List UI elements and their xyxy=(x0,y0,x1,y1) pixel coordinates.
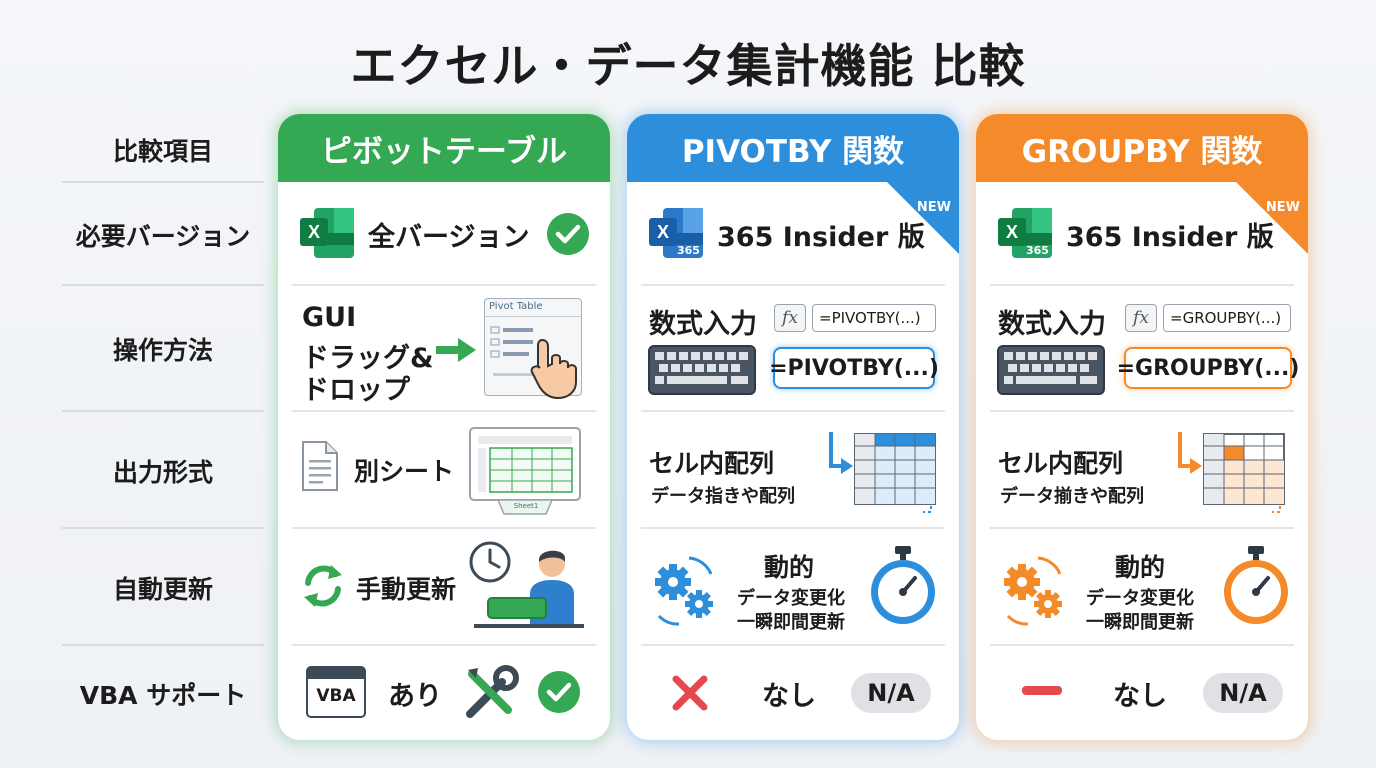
row-label-output: 出力形式 xyxy=(112,458,213,487)
pivot-vba-text: あり xyxy=(388,681,442,712)
na-pill: N/A xyxy=(1203,673,1283,713)
stopwatch-icon xyxy=(871,546,935,624)
check-icon xyxy=(538,671,580,713)
pivotby-version-text: 365 Insider 版 xyxy=(717,222,925,253)
spreadsheet-icon xyxy=(469,427,581,515)
keyboard-icon xyxy=(648,345,756,395)
divider xyxy=(641,527,945,529)
row-divider xyxy=(62,181,264,183)
groupby-output-sub: データ揃きや配列 xyxy=(1000,486,1144,507)
row-label-operation: 操作方法 xyxy=(112,336,213,365)
pivot-table-card: ピボットテーブル X 全バージョン GUI ドラッグ& ドロップ Pivot T… xyxy=(278,114,610,740)
groupby-header: GROUPBY 関数 xyxy=(976,114,1308,182)
pivotby-output-title: セル内配列 xyxy=(649,449,775,478)
fx-icon: fx xyxy=(1125,304,1157,332)
pivotby-vba-text: なし xyxy=(762,681,816,712)
divider xyxy=(641,284,945,286)
groupby-output-title: セル内配列 xyxy=(998,449,1124,478)
groupby-op-text: 数式入力 xyxy=(998,309,1106,340)
dash-icon xyxy=(1022,686,1062,695)
groupby-update-sub1: データ変更化 xyxy=(1086,588,1194,609)
app-badge-365: 365 xyxy=(1026,244,1049,257)
pivot-op-line2: ドラッグ& xyxy=(302,343,434,374)
formula-callout: =PIVOTBY(...) xyxy=(769,347,939,389)
divider xyxy=(292,410,596,412)
na-pill: N/A xyxy=(851,673,931,713)
pivotby-card: PIVOTBY 関数 NEW X 365 365 Insider 版 数式入力 … xyxy=(627,114,959,740)
row-label-vba: VBA サポート xyxy=(79,681,247,710)
divider xyxy=(641,410,945,412)
divider xyxy=(641,644,945,646)
divider xyxy=(292,284,596,286)
pivot-version-text: 全バージョン xyxy=(368,222,530,253)
divider xyxy=(990,644,1294,646)
array-table-icon xyxy=(829,432,936,513)
cross-icon xyxy=(672,675,708,711)
formula-callout: =GROUPBY(...) xyxy=(1117,347,1299,389)
pivot-op-line3: ドロップ xyxy=(302,375,410,406)
pivot-list-lines xyxy=(490,326,533,376)
pivotby-header: PIVOTBY 関数 xyxy=(627,114,959,182)
divider xyxy=(990,527,1294,529)
page-title: エクセル・データ集計機能 比較 xyxy=(350,39,1026,93)
svg-text:X: X xyxy=(1006,222,1018,242)
excel-icon: X xyxy=(300,208,354,258)
clock-icon xyxy=(469,541,511,583)
sheet-tab-label: Sheet1 xyxy=(513,502,539,510)
fx-icon: fx xyxy=(774,304,806,332)
tools-icon xyxy=(466,665,519,718)
divider xyxy=(990,410,1294,412)
pivot-update-text: 手動更新 xyxy=(356,575,457,604)
pivot-output-text: 別シート xyxy=(354,457,455,486)
document-icon xyxy=(302,441,338,491)
divider xyxy=(990,284,1294,286)
row-divider xyxy=(62,644,264,646)
gears-icon xyxy=(655,556,713,626)
keyboard-icon xyxy=(997,345,1105,395)
formula-bar[interactable]: =PIVOTBY(...) xyxy=(812,304,936,332)
excel-icon: X xyxy=(649,208,703,258)
groupby-version-text: 365 Insider 版 xyxy=(1066,222,1274,253)
divider xyxy=(292,644,596,646)
new-badge-text: NEW xyxy=(1265,200,1300,215)
arrow-right-icon xyxy=(436,338,476,362)
pivotby-op-text: 数式入力 xyxy=(649,309,757,340)
cursor-hand-icon xyxy=(530,338,577,400)
svg-text:X: X xyxy=(308,222,320,242)
groupby-update-sub2: 一瞬即間更新 xyxy=(1086,612,1194,633)
check-icon xyxy=(547,213,589,255)
row-divider xyxy=(62,410,264,412)
divider xyxy=(292,527,596,529)
groupby-card: GROUPBY 関数 NEW X 365 365 Insider 版 数式入力 … xyxy=(976,114,1308,740)
app-badge-365: 365 xyxy=(677,244,700,257)
row-label-compare: 比較項目 xyxy=(112,137,213,166)
new-badge-text: NEW xyxy=(916,200,951,215)
row-label-version: 必要バージョン xyxy=(75,222,251,251)
pivotby-update-title: 動的 xyxy=(764,553,815,582)
sync-icon xyxy=(304,565,342,607)
row-divider xyxy=(62,527,264,529)
array-table-icon xyxy=(1178,432,1285,513)
row-label-update: 自動更新 xyxy=(112,575,213,604)
row-divider xyxy=(62,284,264,286)
vba-icon-text: VBA xyxy=(316,686,356,706)
clock-person-icon xyxy=(469,541,584,628)
groupby-vba-text: なし xyxy=(1113,681,1167,712)
vba-window-icon: VBA xyxy=(306,666,366,718)
pivotby-output-sub: データ指きや配列 xyxy=(651,486,795,507)
gears-icon xyxy=(1004,556,1062,626)
person-icon xyxy=(530,550,574,626)
pivot-table-header: ピボットテーブル xyxy=(278,114,610,182)
pivot-window-title: Pivot Table xyxy=(485,299,581,317)
svg-text:X: X xyxy=(657,222,669,242)
pivot-op-line1: GUI xyxy=(302,302,357,333)
excel-icon: X xyxy=(998,208,1052,258)
formula-bar[interactable]: =GROUPBY(...) xyxy=(1163,304,1291,332)
stopwatch-icon xyxy=(1224,546,1288,624)
pivotby-update-sub1: データ変更化 xyxy=(737,588,845,609)
groupby-update-title: 動的 xyxy=(1115,553,1166,582)
pivotby-update-sub2: 一瞬即間更新 xyxy=(737,612,845,633)
